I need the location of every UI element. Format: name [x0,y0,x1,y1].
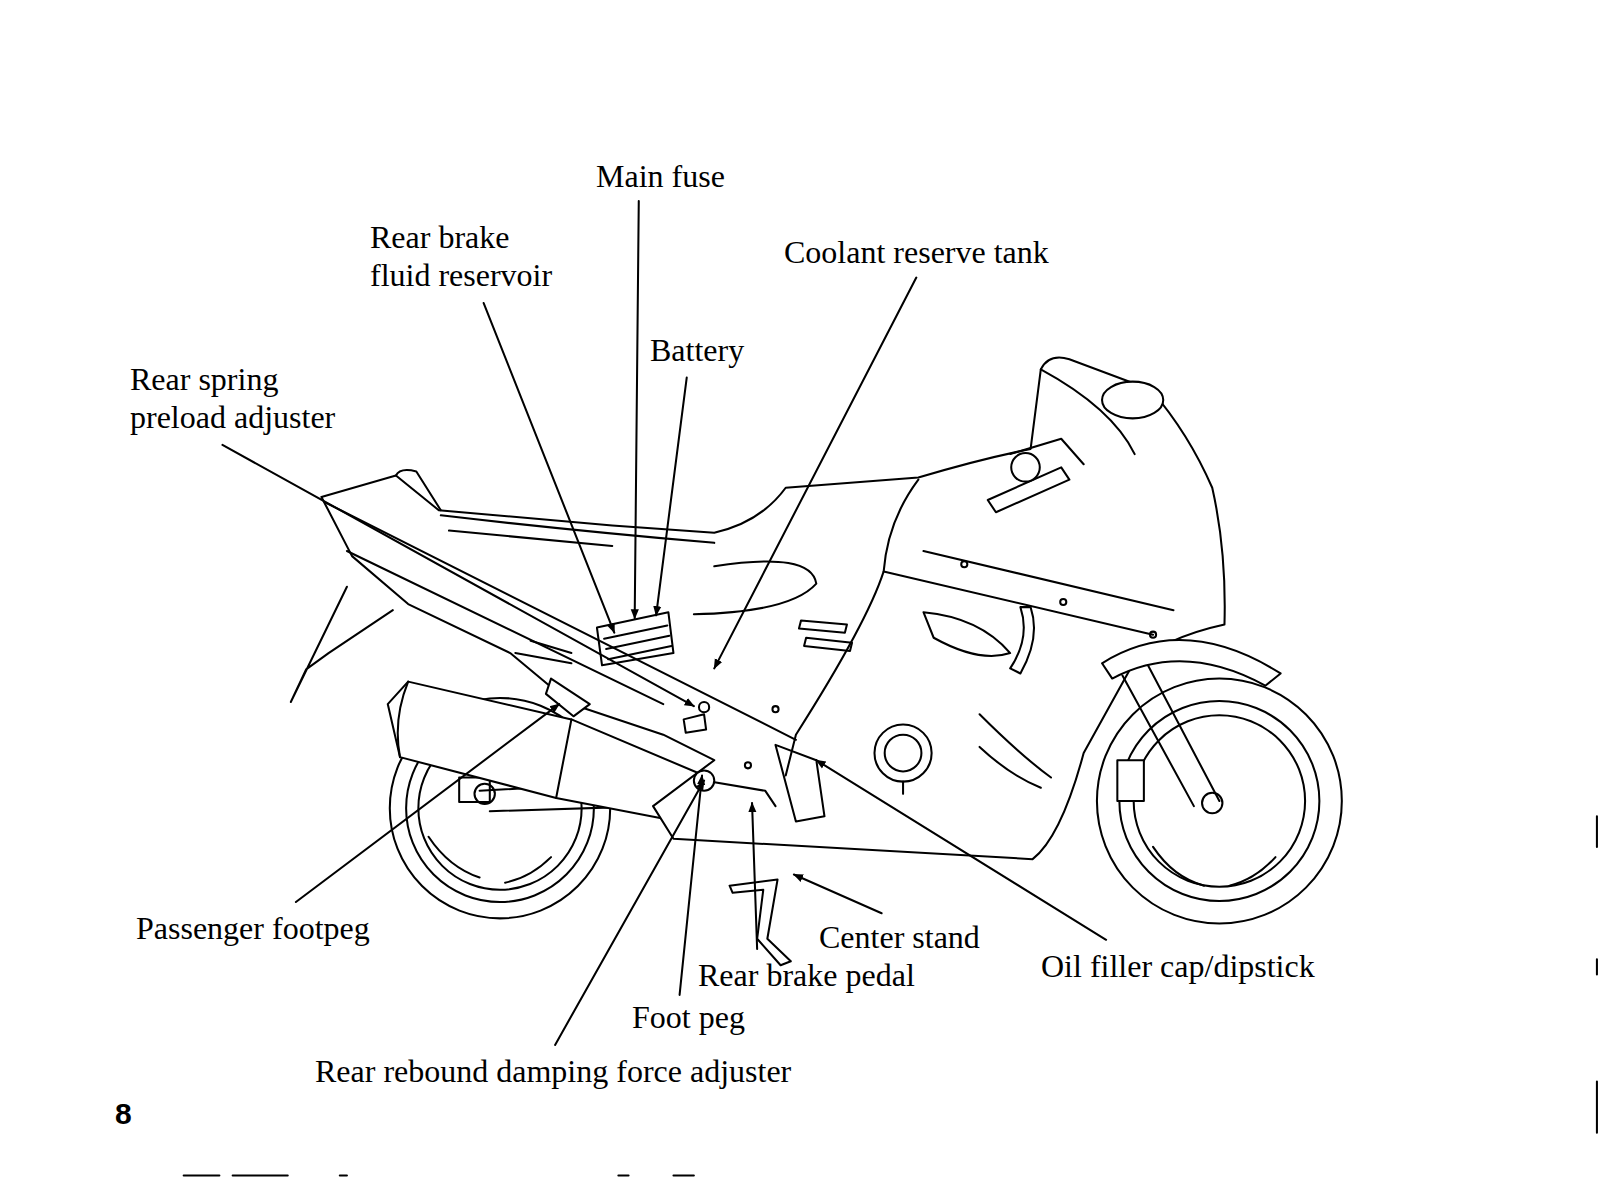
part-label: Passenger footpeg [136,909,370,947]
part-label: Main fuse [596,157,725,195]
part-label: Rear brake fluid reservoir [370,218,565,294]
part-label: Battery [650,331,744,369]
part-label: Coolant reserve tank [784,233,1049,271]
part-label: Rear spring preload adjuster [130,360,350,436]
part-label: Rear rebound damping force adjuster [315,1052,791,1090]
part-label: Center stand [819,918,980,956]
part-label: Rear brake pedal [698,956,915,994]
part-label: Foot peg [632,998,745,1036]
part-label: Oil filler cap/dipstick [1041,947,1315,985]
page-number: 8 [115,1095,132,1133]
